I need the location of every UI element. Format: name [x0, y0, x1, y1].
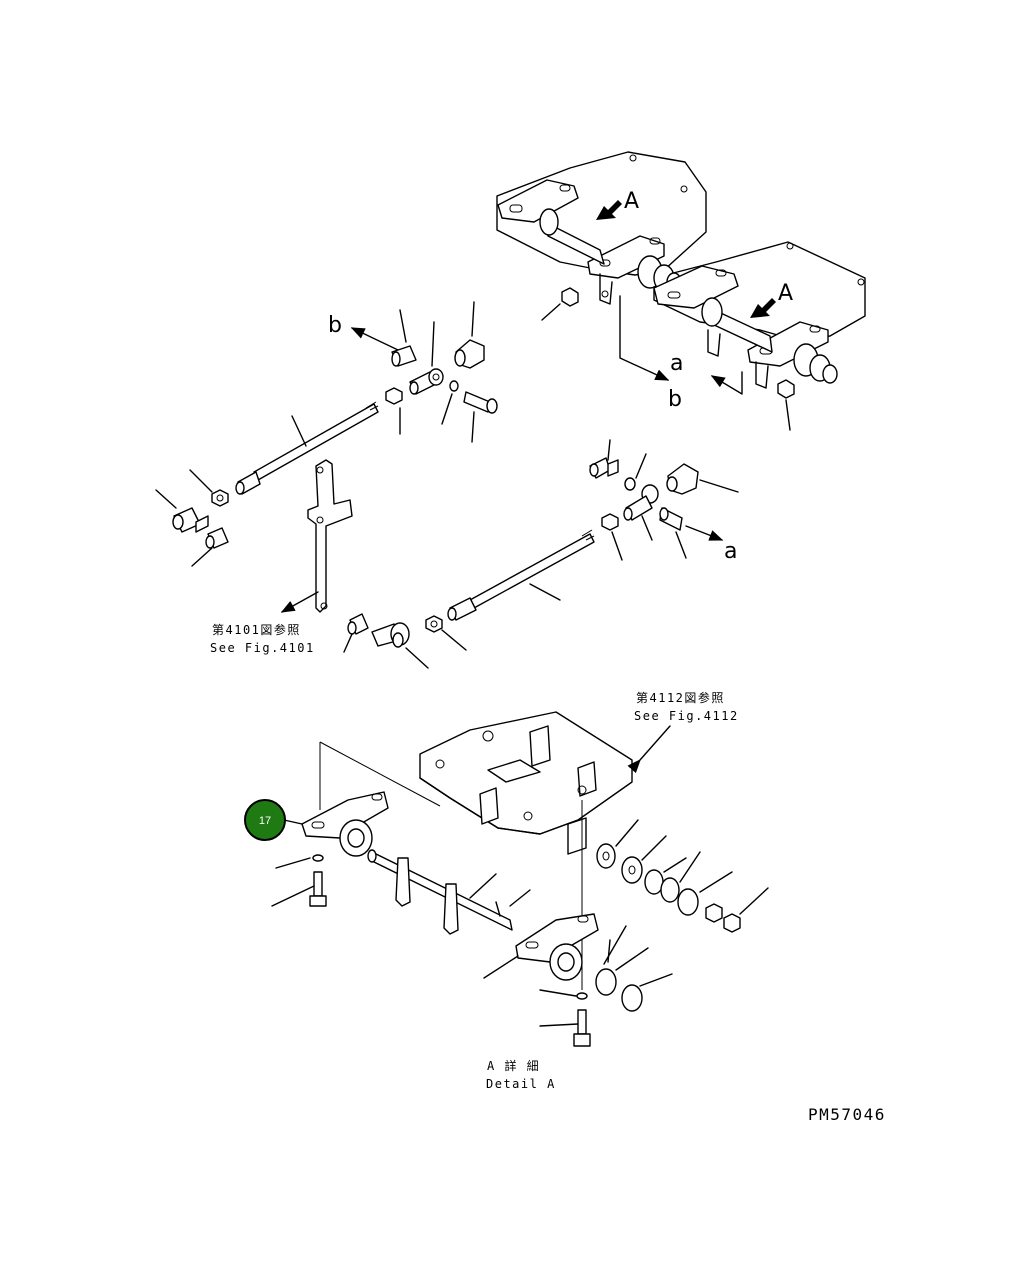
top-plate-front: [653, 241, 866, 341]
rod-end-group-left: [155, 469, 229, 567]
rod-upper: [235, 401, 379, 495]
detail-a-jp: A 詳 細: [487, 1058, 540, 1073]
callout-17[interactable]: 17: [244, 799, 303, 841]
label-conn-a-top: a: [670, 351, 683, 376]
view-arrow-a-rear: [596, 200, 622, 220]
rod-end-group-right: [589, 439, 739, 561]
callout-circle[interactable]: [244, 799, 286, 841]
label-conn-b-mid: b: [328, 313, 342, 338]
drawing-code: PM57046: [808, 1105, 886, 1124]
lever: [280, 459, 353, 613]
top-assembly: A A a b: [496, 151, 866, 431]
rod-lower: [447, 529, 595, 621]
label-conn-a-mid: a: [724, 539, 737, 564]
middle-linkage: b: [155, 301, 739, 669]
detail-a-en: Detail A: [486, 1077, 556, 1091]
callout-number[interactable]: 17: [259, 815, 271, 827]
label-view-a-1: A: [624, 189, 639, 214]
rod-end-group-upper-left: [385, 301, 498, 443]
rod-end-group-bottom: [343, 613, 467, 669]
ref-4112-jp: 第4112図参照: [636, 690, 725, 705]
ref-4101-jp: 第4101図参照: [212, 622, 301, 637]
view-arrow-a-front: [750, 298, 776, 318]
ref-4101-en: See Fig.4101: [210, 641, 315, 655]
detail-a-assembly: 第4112図参照 See Fig.4112: [271, 690, 769, 1047]
label-view-a-2: A: [778, 281, 793, 306]
label-conn-b-top: b: [668, 387, 682, 412]
top-plate-rear: [496, 151, 707, 276]
washer-stack: [596, 819, 769, 933]
ref-4112-en: See Fig.4112: [634, 709, 739, 723]
